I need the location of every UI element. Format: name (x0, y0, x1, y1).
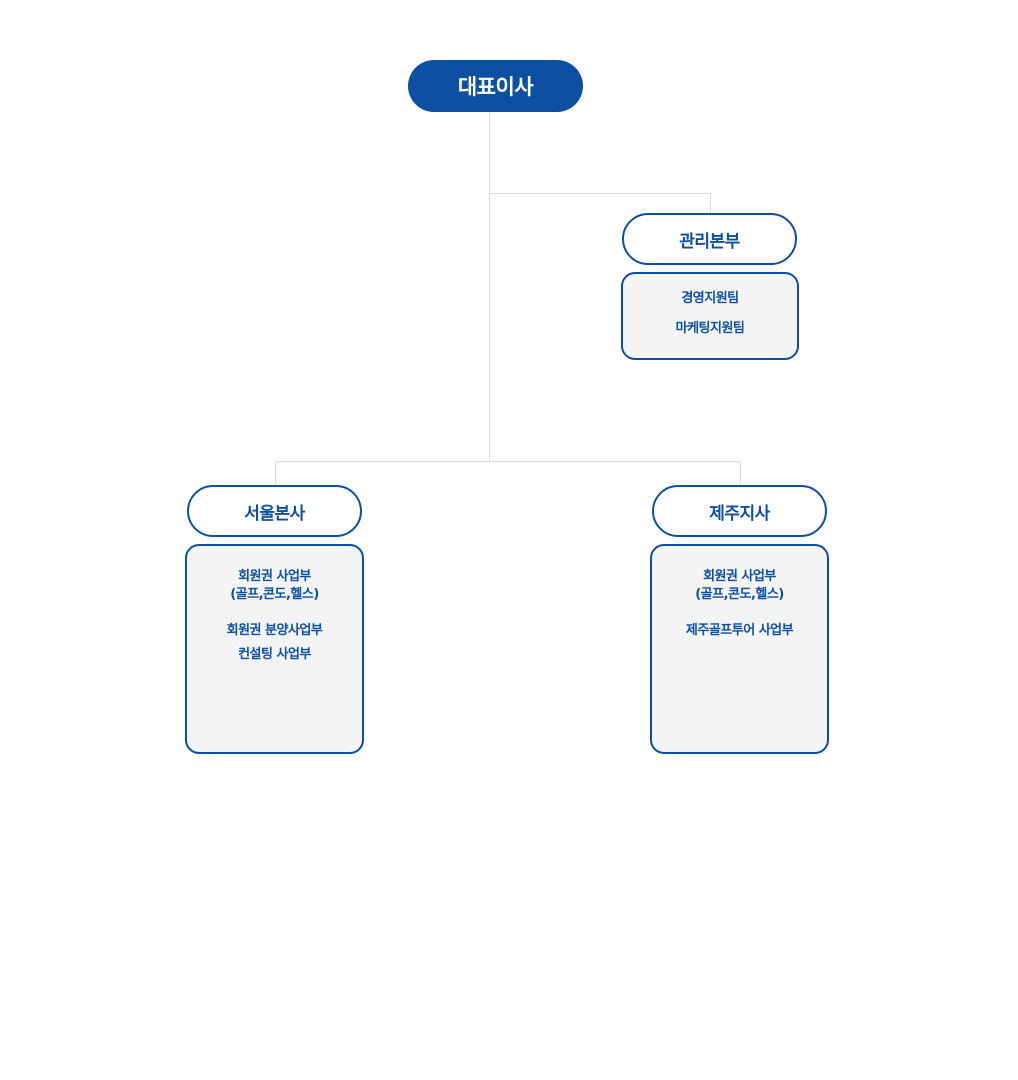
jeju-label: 제주지사 (709, 503, 770, 524)
connector-jeju-vertical (740, 461, 741, 486)
jeju-unit-1-detail: (골프,콘도,헬스) (695, 587, 784, 602)
seoul-units-box: 회원권 사업부 (골프,콘도,헬스) 회원권 분양사업부 컨설팅 사업부 (185, 544, 364, 754)
jeju-units-box: 회원권 사업부 (골프,콘도,헬스) 제주골프투어 사업부 (650, 544, 829, 754)
admin-team-1: 경영지원팀 (681, 291, 739, 306)
seoul-unit-2: 회원권 분양사업부 (226, 623, 323, 638)
admin-team-2: 마케팅지원팀 (675, 321, 745, 336)
jeju-unit-1: 회원권 사업부 (703, 569, 776, 584)
seoul-unit-1: 회원권 사업부 (238, 569, 311, 584)
connector-trunk (489, 112, 490, 462)
connector-admin-vertical (710, 193, 711, 214)
seoul-unit-1-detail: (골프,콘도,헬스) (230, 587, 319, 602)
connector-seoul-vertical (275, 461, 276, 486)
ceo-node: 대표이사 (408, 60, 583, 112)
connector-admin-horizontal (489, 193, 711, 194)
jeju-node: 제주지사 (652, 485, 827, 537)
admin-teams-box: 경영지원팀 마케팅지원팀 (621, 272, 799, 360)
seoul-unit-3: 컨설팅 사업부 (238, 647, 311, 662)
jeju-unit-2: 제주골프투어 사업부 (685, 623, 794, 638)
seoul-node: 서울본사 (187, 485, 362, 537)
admin-label: 관리본부 (679, 231, 740, 252)
connector-branch-horizontal (275, 461, 741, 462)
ceo-label: 대표이사 (457, 75, 534, 99)
admin-node: 관리본부 (622, 213, 797, 265)
seoul-label: 서울본사 (244, 503, 305, 524)
